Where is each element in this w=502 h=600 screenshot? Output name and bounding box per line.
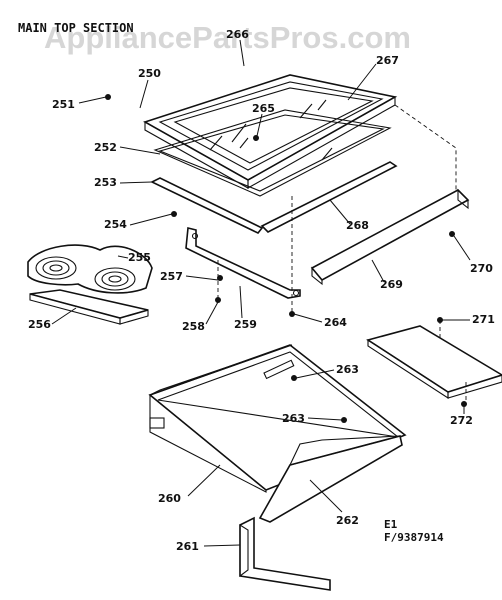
label-253: 253 [94,176,117,189]
label-261: 261 [176,540,199,553]
bottom-tray-260[interactable] [148,344,407,493]
label-256: 256 [28,318,51,331]
label-254: 254 [104,218,127,231]
section-title: MAIN TOP SECTION [18,21,134,35]
side-panel-272[interactable] [366,325,502,400]
label-264: 264 [324,316,347,329]
label-257: 257 [160,270,183,283]
label-266: 266 [226,28,249,41]
trim-strip-253[interactable] [150,177,264,234]
watermark: AppliancePartsPros.com [44,20,411,55]
gasket-252[interactable] [153,109,392,197]
heat-shield-262[interactable] [258,435,403,523]
label-255: 255 [128,251,151,264]
leader-lines [51,39,471,547]
insulation-pad-256[interactable] [29,289,149,325]
bracket-259[interactable] [185,226,301,299]
label-263-top: 263 [336,363,359,376]
label-263-bottom: 263 [282,412,305,425]
label-265: 265 [252,102,275,115]
label-267: 267 [376,54,399,67]
label-250: 250 [138,67,161,80]
label-251: 251 [52,98,75,111]
label-259: 259 [234,318,257,331]
trim-strip-268[interactable] [260,161,398,233]
figure-number: F/9387914 [384,531,444,544]
label-262: 262 [336,514,359,527]
mount-bracket-261[interactable] [239,516,331,591]
label-258: 258 [182,320,205,333]
label-271: 271 [472,313,495,326]
top-frame-266[interactable] [143,74,398,189]
label-260: 260 [158,492,181,505]
alignment-lines [217,104,467,404]
label-270: 270 [470,262,493,275]
label-268: 268 [346,219,369,232]
trim-strip-269[interactable] [310,188,470,286]
glass-panel-265[interactable] [173,87,374,164]
label-252: 252 [94,141,117,154]
label-272: 272 [450,414,473,427]
label-269: 269 [380,278,403,291]
reference-code: E1 [384,518,398,531]
